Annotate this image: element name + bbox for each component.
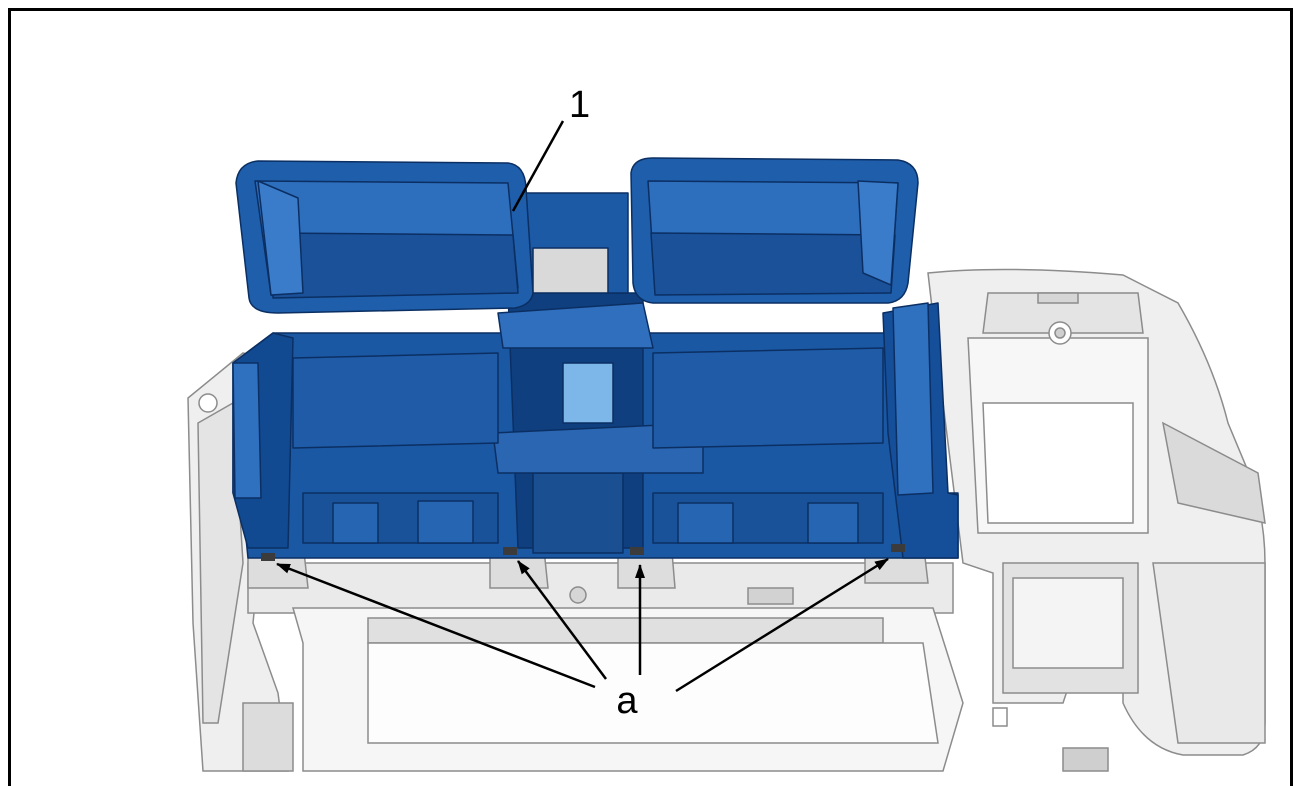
air-duct-assembly: [232, 157, 959, 559]
fastener-2: [503, 547, 517, 555]
callout-part-1: 1: [569, 84, 590, 126]
arrow-fastener-1: [276, 562, 596, 689]
fastener-holes: [261, 544, 905, 561]
fastener-3: [630, 547, 644, 555]
arrow-fastener-2: [516, 560, 608, 680]
fastener-1: [261, 553, 275, 561]
diagram-canvas: 1 a: [187, 84, 1266, 772]
fastener-4: [891, 544, 905, 552]
arrow-fastener-4: [675, 557, 889, 693]
callout-fastener-a: a: [616, 680, 638, 722]
diagram-frame: 1 a: [8, 8, 1293, 786]
leader-line-part-1: [511, 120, 565, 212]
